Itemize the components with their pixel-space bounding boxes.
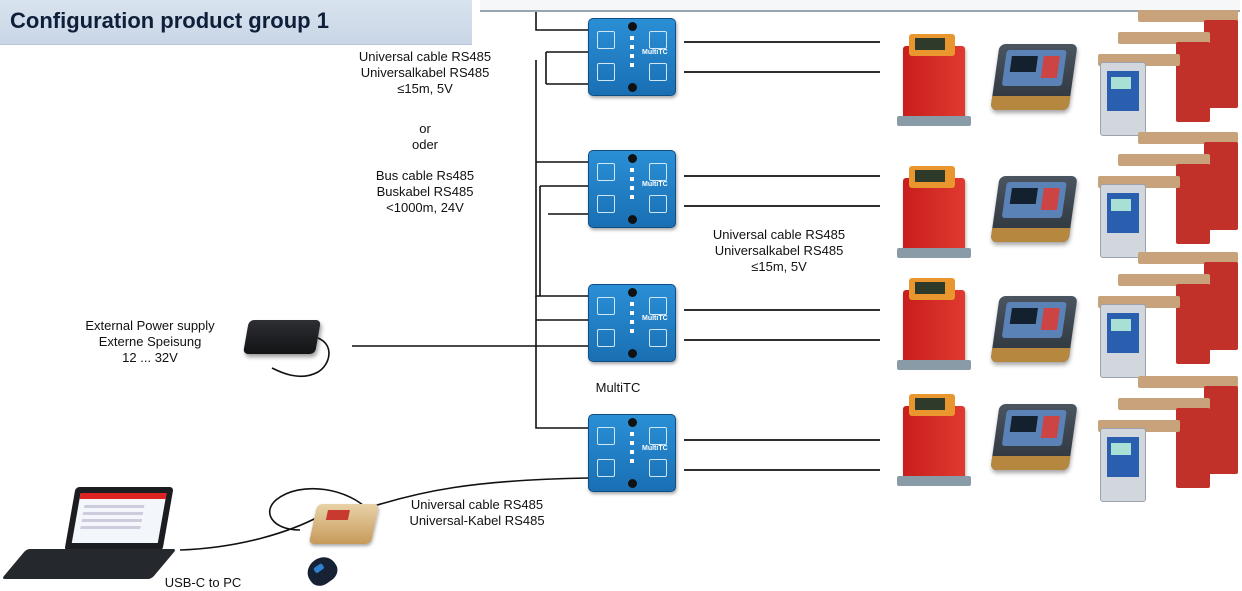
bus-cable-label: Bus cable Rs485 Buskabel RS485 <1000m, 2…	[375, 168, 475, 215]
display-unit-image	[990, 44, 1078, 110]
stacked-sensors-image	[1092, 250, 1242, 378]
multitc-module: MultiTC	[588, 150, 676, 228]
multitc-module: MultiTC	[588, 284, 676, 362]
display-unit-image	[990, 296, 1078, 362]
power-supply-image	[243, 320, 321, 354]
bus-trunk-wire	[535, 12, 588, 31]
or-label: or oder	[411, 121, 439, 152]
red-level-sensor-image	[897, 34, 971, 126]
power-supply-cord	[271, 337, 330, 377]
cable-label-bottom: Universal cable RS485 Universal-Kabel RS…	[409, 497, 545, 528]
stacked-sensors-image	[1092, 8, 1242, 136]
red-level-sensor-image	[897, 394, 971, 486]
multitc-label: MultiTC	[595, 380, 641, 395]
red-level-sensor-image	[897, 166, 971, 258]
multitc-brand: MultiTC	[642, 315, 668, 322]
cable-label-right: Universal cable RS485 Universalkabel RS4…	[712, 227, 846, 274]
bus-trunk-wire	[535, 296, 588, 429]
bus-trunk-wire	[535, 60, 588, 297]
multitc-module: MultiTC	[588, 18, 676, 96]
power-supply-label: External Power supply Externe Speisung 1…	[85, 318, 215, 365]
red-level-sensor-image	[897, 278, 971, 370]
usb-label: USB-C to PC	[164, 575, 242, 590]
title-banner: Configuration product group 1	[0, 0, 472, 45]
multitc-brand: MultiTC	[642, 181, 668, 188]
stacked-sensors-image	[1092, 130, 1242, 258]
gateway-cable	[268, 487, 371, 531]
laptop-image	[1, 487, 177, 591]
multitc-brand: MultiTC	[642, 49, 668, 56]
multitc-module: MultiTC	[588, 414, 676, 492]
stacked-sensors-image	[1092, 374, 1242, 502]
page-title: Configuration product group 1	[10, 8, 329, 33]
gateway-wire	[373, 477, 589, 507]
gateway-device-image	[308, 504, 380, 544]
top-frame	[480, 0, 1240, 12]
usb-wire	[179, 515, 321, 551]
display-unit-image	[990, 404, 1078, 470]
multitc-brand: MultiTC	[642, 445, 668, 452]
display-unit-image	[990, 176, 1078, 242]
cable-label-top: Universal cable RS485 Universalkabel RS4…	[358, 49, 492, 96]
